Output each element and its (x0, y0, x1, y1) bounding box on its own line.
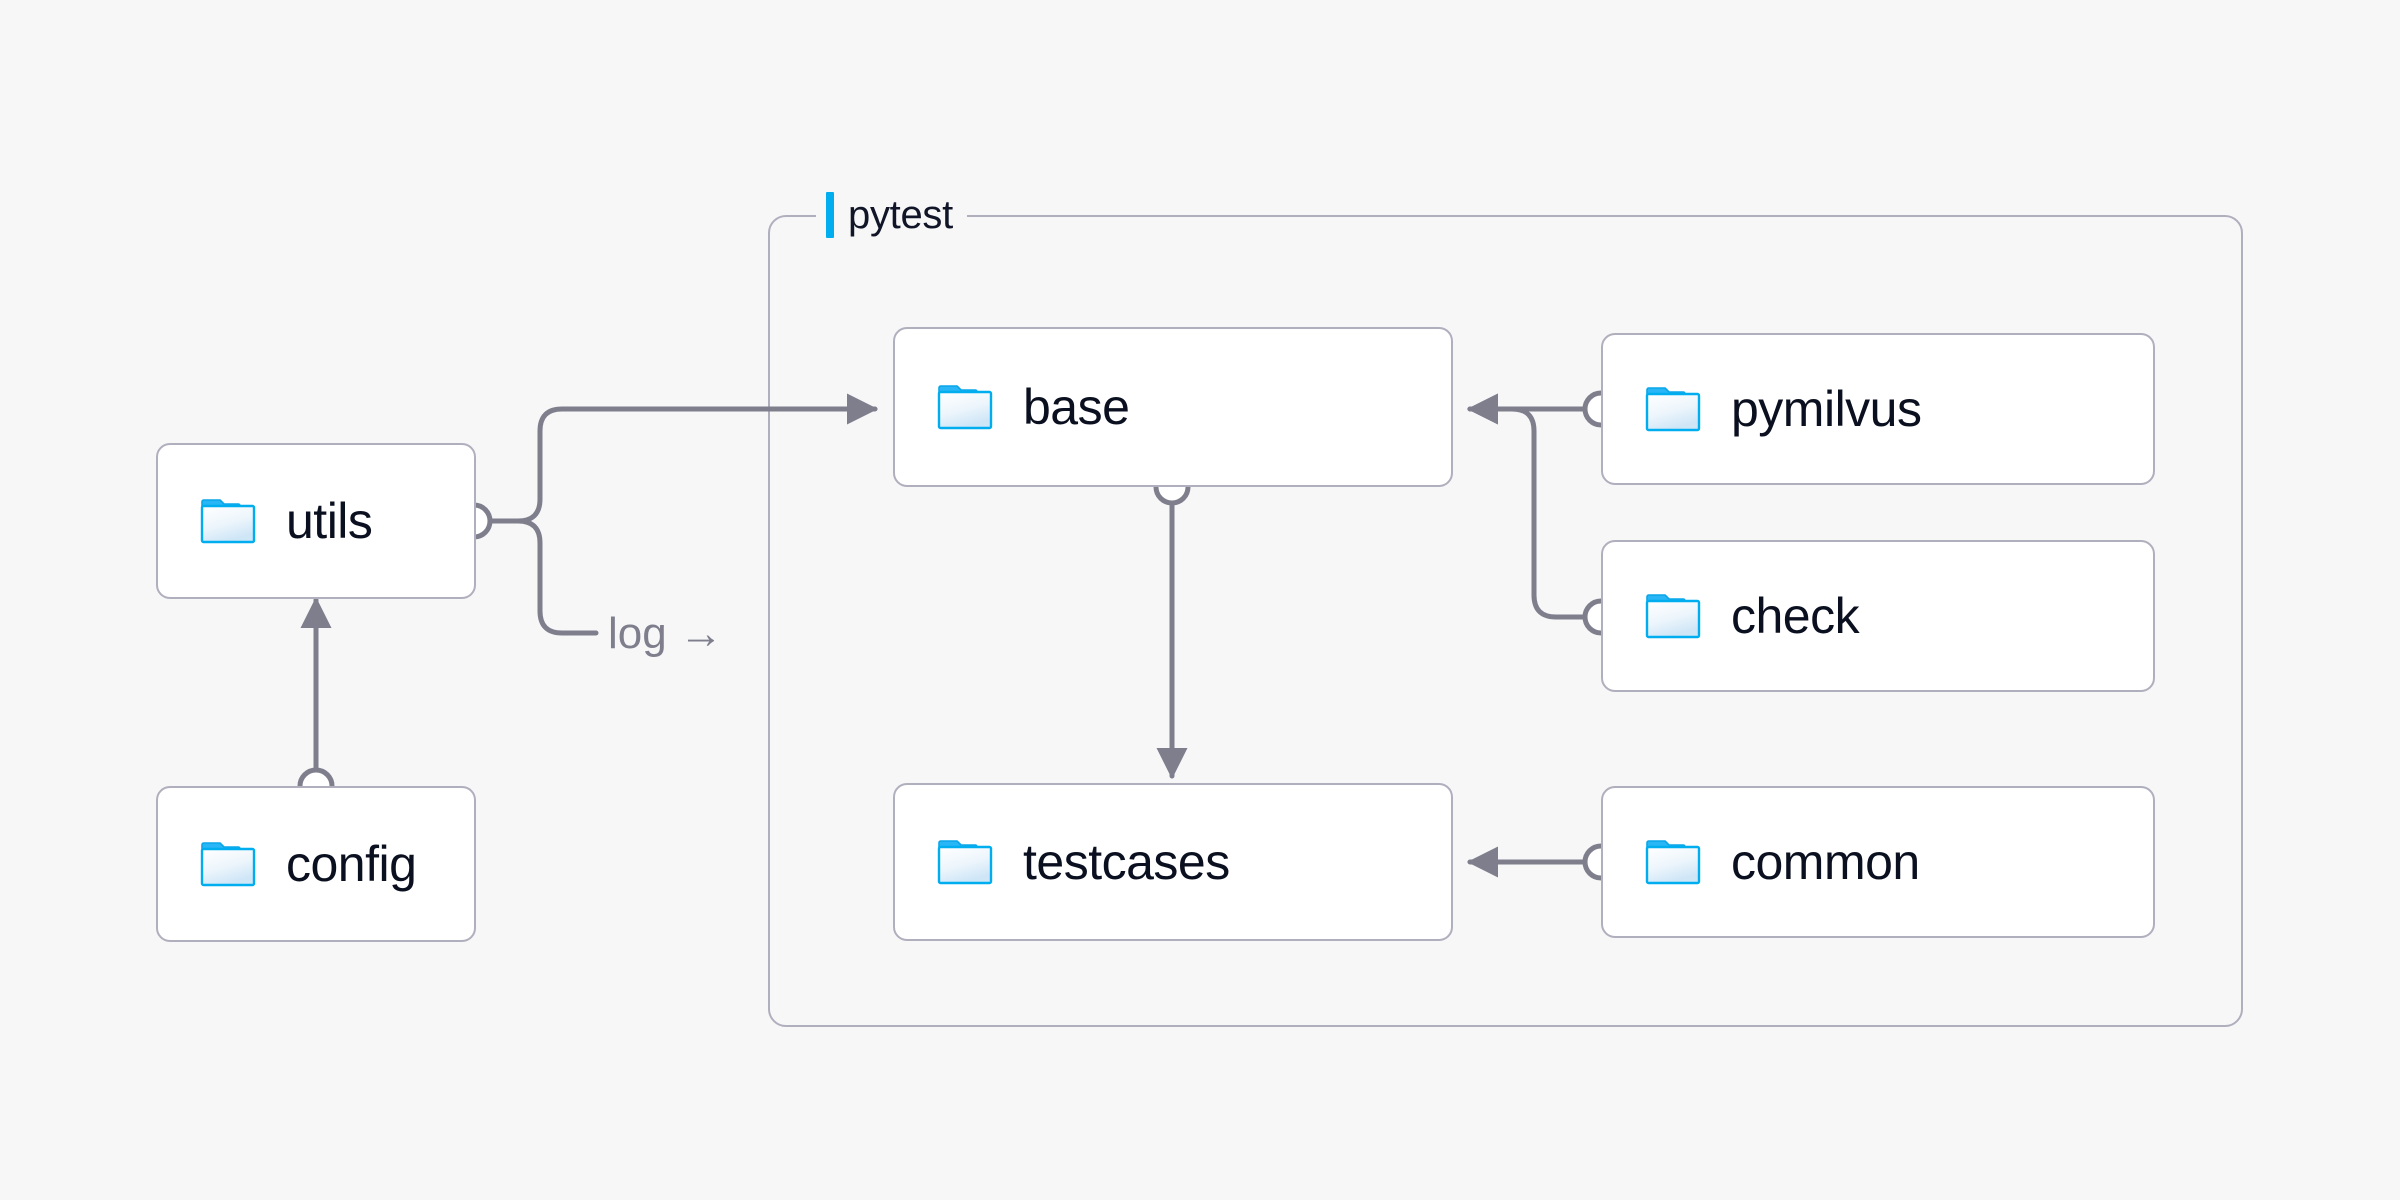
group-label-text: pytest (848, 193, 953, 237)
edge-utils-log (483, 518, 599, 636)
group-accent-bar (826, 192, 834, 238)
folder-icon (1645, 387, 1701, 432)
folder-icon (937, 385, 993, 430)
node-label: check (1731, 588, 1860, 644)
node-label: common (1731, 834, 1920, 890)
node-label: base (1023, 379, 1130, 435)
node-label: pymilvus (1731, 381, 1922, 437)
node-label: config (286, 836, 417, 892)
folder-icon (1645, 594, 1701, 639)
group-pytest-label: pytest (816, 188, 967, 242)
node-label: testcases (1023, 834, 1230, 890)
group-pytest[interactable] (768, 215, 2243, 1027)
node-check[interactable]: check (1601, 540, 2155, 692)
node-utils[interactable]: utils (156, 443, 476, 599)
folder-icon (937, 840, 993, 885)
folder-icon (1645, 840, 1701, 885)
node-base[interactable]: base (893, 327, 1453, 487)
node-testcases[interactable]: testcases (893, 783, 1453, 941)
folder-icon (200, 499, 256, 544)
folder-icon (200, 842, 256, 887)
node-label: utils (286, 493, 373, 549)
node-common[interactable]: common (1601, 786, 2155, 938)
node-config[interactable]: config (156, 786, 476, 942)
edge-label-log: log → (608, 609, 723, 658)
node-pymilvus[interactable]: pymilvus (1601, 333, 2155, 485)
